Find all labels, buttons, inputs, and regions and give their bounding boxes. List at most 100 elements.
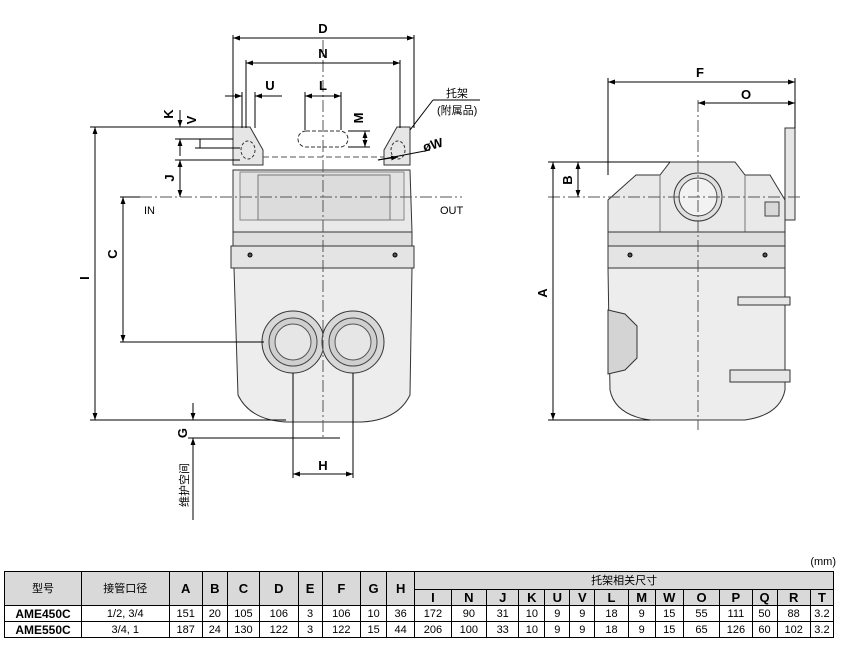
dimension-drawing: D N U L K V J M øW C I G H IN OUT 托架 (附属… xyxy=(77,21,800,520)
header-q: Q xyxy=(751,589,778,606)
header-t: T xyxy=(809,589,835,606)
dim-label-U: U xyxy=(265,78,274,93)
port-size-cell: 3/4, 1 xyxy=(81,621,170,638)
header-c: C xyxy=(226,571,261,606)
header-r: R xyxy=(776,589,811,606)
header-d: D xyxy=(259,571,299,606)
header-model: 型号 xyxy=(3,571,83,606)
dim-label-D: D xyxy=(318,21,327,36)
header-w: W xyxy=(654,589,684,606)
model-cell: AME450C xyxy=(3,605,83,622)
dim-label-A: A xyxy=(535,288,550,298)
value-cell: 90 xyxy=(450,605,488,622)
header-port: 接管口径 xyxy=(81,571,170,606)
value-cell: 3.2 xyxy=(809,605,835,622)
value-cell: 111 xyxy=(719,605,753,622)
value-cell: 20 xyxy=(201,605,228,622)
header-v: V xyxy=(569,589,596,606)
value-cell: 15 xyxy=(654,621,684,638)
unit-label: (mm) xyxy=(810,556,836,568)
header-bracket-group: 托架相关尺寸 xyxy=(414,571,834,590)
dim-label-J: J xyxy=(162,174,177,181)
value-cell: 3.2 xyxy=(809,621,835,638)
value-cell: 187 xyxy=(168,621,203,638)
front-view xyxy=(90,35,480,520)
value-cell: 100 xyxy=(450,621,488,638)
value-cell: 126 xyxy=(719,621,753,638)
port-out-label: OUT xyxy=(440,205,464,217)
side-body xyxy=(607,127,796,421)
value-cell: 10 xyxy=(360,605,388,622)
header-b: B xyxy=(201,571,228,606)
dim-label-H: H xyxy=(318,458,327,473)
value-cell: 18 xyxy=(594,621,629,638)
value-cell: 130 xyxy=(226,621,261,638)
model-cell: AME550C xyxy=(3,621,83,638)
value-cell: 151 xyxy=(168,605,203,622)
maintenance-space-label: 维护空间 xyxy=(177,463,191,507)
dim-label-F: F xyxy=(696,65,704,80)
dim-label-B: B xyxy=(560,175,575,184)
header-n: N xyxy=(450,589,488,606)
dim-label-N: N xyxy=(318,46,327,61)
port-size-cell: 1/2, 3/4 xyxy=(81,605,170,622)
value-cell: 31 xyxy=(486,605,520,622)
dim-label-C: C xyxy=(105,249,120,259)
value-cell: 106 xyxy=(321,605,362,622)
value-cell: 10 xyxy=(518,621,546,638)
value-cell: 9 xyxy=(544,621,571,638)
dim-label-M: M xyxy=(351,113,366,124)
header-o: O xyxy=(682,589,721,606)
header-g: G xyxy=(360,571,388,606)
value-cell: 44 xyxy=(386,621,416,638)
header-h: H xyxy=(386,571,416,606)
value-cell: 65 xyxy=(682,621,721,638)
value-cell: 9 xyxy=(544,605,571,622)
header-l: L xyxy=(594,589,629,606)
value-cell: 9 xyxy=(569,621,596,638)
value-cell: 122 xyxy=(321,621,362,638)
value-cell: 15 xyxy=(360,621,388,638)
value-cell: 33 xyxy=(486,621,520,638)
header-i: I xyxy=(414,589,452,606)
value-cell: 122 xyxy=(259,621,299,638)
dim-label-W: øW xyxy=(421,135,445,155)
value-cell: 9 xyxy=(569,605,596,622)
bracket-label: 托架 xyxy=(446,86,468,100)
value-cell: 172 xyxy=(414,605,452,622)
header-m: M xyxy=(627,589,656,606)
value-cell: 88 xyxy=(776,605,811,622)
dim-label-I: I xyxy=(77,276,92,280)
port-in-label: IN xyxy=(144,205,155,217)
header-j: J xyxy=(486,589,520,606)
dim-label-O: O xyxy=(741,87,751,102)
header-u: U xyxy=(544,589,571,606)
value-cell: 60 xyxy=(751,621,778,638)
dim-label-V: V xyxy=(184,115,199,124)
value-cell: 18 xyxy=(594,605,629,622)
dim-label-L: L xyxy=(319,78,327,93)
value-cell: 3 xyxy=(297,621,323,638)
value-cell: 102 xyxy=(776,621,811,638)
value-cell: 206 xyxy=(414,621,452,638)
value-cell: 105 xyxy=(226,605,261,622)
header-a: A xyxy=(168,571,203,606)
header-e: E xyxy=(297,571,323,606)
value-cell: 55 xyxy=(682,605,721,622)
dim-label-K: K xyxy=(161,109,176,119)
value-cell: 15 xyxy=(654,605,684,622)
value-cell: 50 xyxy=(751,605,778,622)
bracket-sublabel: (附属品) xyxy=(437,103,477,117)
value-cell: 9 xyxy=(627,605,656,622)
value-cell: 10 xyxy=(518,605,546,622)
value-cell: 106 xyxy=(259,605,299,622)
dim-label-G: G xyxy=(175,428,190,438)
value-cell: 9 xyxy=(627,621,656,638)
value-cell: 3 xyxy=(297,605,323,622)
side-view xyxy=(548,78,800,430)
header-f: F xyxy=(321,571,362,606)
